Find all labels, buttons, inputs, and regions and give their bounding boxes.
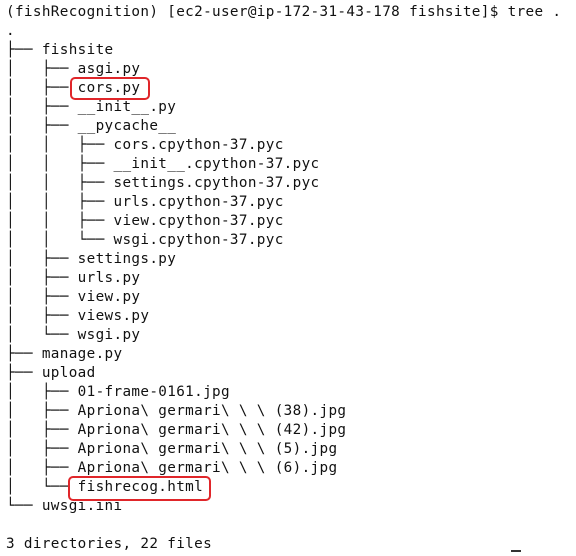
tree-line-upload: ├── upload bbox=[6, 365, 96, 381]
tree-line-cors-pyc: │ │ ├── cors.cpython-37.pyc bbox=[6, 137, 284, 153]
summary-line: 3 directories, 22 files bbox=[6, 536, 213, 552]
tree-line-urls-pyc: │ │ ├── urls.cpython-37.pyc bbox=[6, 194, 284, 210]
tree-line-apriona-38: │ ├── Apriona\ germari\ \ \ (38).jpg bbox=[6, 403, 347, 419]
tree-line-frame-jpg: │ ├── 01-frame-0161.jpg bbox=[6, 384, 230, 400]
tree-line-asgi: │ ├── asgi.py bbox=[6, 61, 141, 77]
prompt-line: (fishRecognition) [ec2-user@ip-172-31-43… bbox=[6, 4, 562, 20]
tree-line-fishrecog: │ └── fishrecog.html bbox=[6, 479, 204, 495]
tree-line-apriona-6: │ ├── Apriona\ germari\ \ \ (6).jpg bbox=[6, 460, 338, 476]
tree-line-init: │ ├── __init__.py bbox=[6, 99, 177, 115]
cors-highlight-box bbox=[70, 77, 150, 100]
fishrecog-highlight-box bbox=[68, 476, 211, 501]
tree-line-settings: │ ├── settings.py bbox=[6, 251, 177, 267]
tree-line-settings-pyc: │ │ ├── settings.cpython-37.pyc bbox=[6, 175, 320, 191]
tree-line-cors: │ ├── cors.py bbox=[6, 80, 141, 96]
tree-line-fishsite: ├── fishsite bbox=[6, 42, 114, 58]
tree-line-uwsgi: └── uwsgi.ini bbox=[6, 498, 123, 514]
tree-line-wsgi: │ └── wsgi.py bbox=[6, 327, 141, 343]
tree-line-urls: │ ├── urls.py bbox=[6, 270, 141, 286]
tree-line-view: │ ├── view.py bbox=[6, 289, 141, 305]
tree-line-pycache: │ ├── __pycache__ bbox=[6, 118, 177, 134]
tree-line-view-pyc: │ │ ├── view.cpython-37.pyc bbox=[6, 213, 284, 229]
tree-line-wsgi-pyc: │ │ └── wsgi.cpython-37.pyc bbox=[6, 232, 284, 248]
terminal-cursor bbox=[511, 550, 521, 552]
tree-line-apriona-5: │ ├── Apriona\ germari\ \ \ (5).jpg bbox=[6, 441, 338, 457]
tree-line-apriona-42: │ ├── Apriona\ germari\ \ \ (42).jpg bbox=[6, 422, 347, 438]
tree-line-views: │ ├── views.py bbox=[6, 308, 150, 324]
tree-line-init-pyc: │ │ ├── __init__.cpython-37.pyc bbox=[6, 156, 320, 172]
tree-line-manage: ├── manage.py bbox=[6, 346, 123, 362]
tree-line-root: . bbox=[6, 23, 15, 39]
